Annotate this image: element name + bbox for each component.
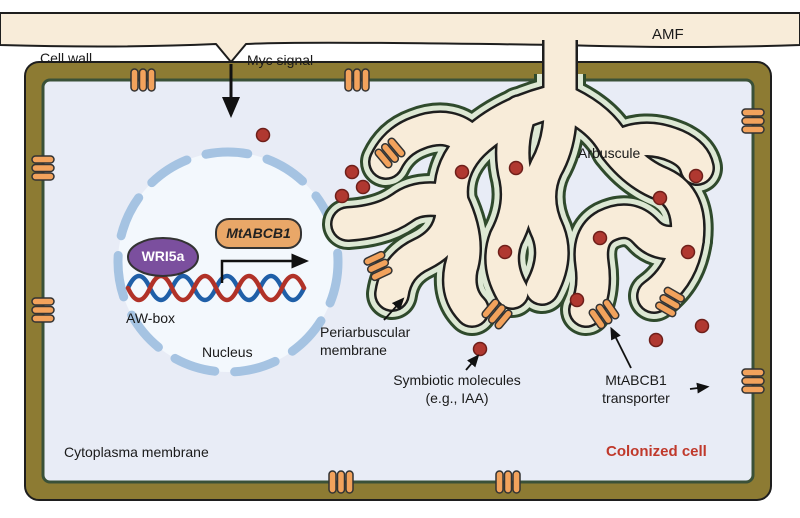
molecule-dot <box>508 160 524 176</box>
nuclear-envelope <box>113 147 343 377</box>
molecule-dot <box>688 168 704 184</box>
molecule-dot <box>355 179 371 195</box>
molecule-dot <box>569 292 585 308</box>
molecule-dot <box>334 188 350 204</box>
cell-wall-label: Cell wall <box>40 50 93 66</box>
molecule-dot <box>472 341 488 357</box>
cytoplasma-membrane-label: Cytoplasma membrane <box>64 444 209 460</box>
transporter-pointer-arrow-1 <box>610 326 632 369</box>
transporter-icon <box>741 368 765 394</box>
periarbuscular-membrane-label: Periarbuscular membrane <box>320 324 411 358</box>
transcription-arrow-icon <box>220 253 309 283</box>
amf-hypha-tube <box>0 12 800 63</box>
molecule-dot <box>648 332 664 348</box>
periarbuscular-pointer-arrow <box>383 297 405 321</box>
molecule-dot <box>592 230 608 246</box>
transporter-icon <box>741 108 765 134</box>
molecule-dot <box>497 244 513 260</box>
molecule-dot <box>255 127 271 143</box>
molecule-dot <box>344 164 360 180</box>
molecule-dot <box>694 318 710 334</box>
myc-signal-label: Myc signal <box>247 52 314 68</box>
transporter-icon <box>31 297 55 323</box>
wri5a-label: WRI5a <box>141 248 185 264</box>
transporter-icon <box>328 470 354 494</box>
molecule-dot <box>454 164 470 180</box>
mtabcb1-transporter-label: MtABCB1 transporter <box>602 372 670 406</box>
transporter-icon <box>344 68 370 92</box>
aw-box-label: AW-box <box>126 310 176 326</box>
molecule-dot <box>652 190 668 206</box>
dna-helix-icon <box>125 273 307 303</box>
mtabcb1-gene-box <box>215 218 302 249</box>
molecule-dot <box>680 244 696 260</box>
mtabcb1-gene-label: MtABCB1 <box>226 225 291 241</box>
colonized-cell-label: Colonized cell <box>606 443 707 460</box>
nucleus-label: Nucleus <box>202 344 253 360</box>
transporter-icon <box>130 68 156 92</box>
wri5a-shape <box>127 237 199 277</box>
symbiotic-pointer-arrow <box>465 354 480 371</box>
transporter-pointer-arrow-2 <box>689 382 710 394</box>
symbiotic-molecules-label: Symbiotic molecules (e.g., IAA) <box>393 372 521 406</box>
transporter-icon <box>495 470 521 494</box>
transporter-icon <box>31 155 55 181</box>
arbuscule-label: Arbuscule <box>578 145 641 161</box>
amf-label: AMF <box>652 26 684 43</box>
